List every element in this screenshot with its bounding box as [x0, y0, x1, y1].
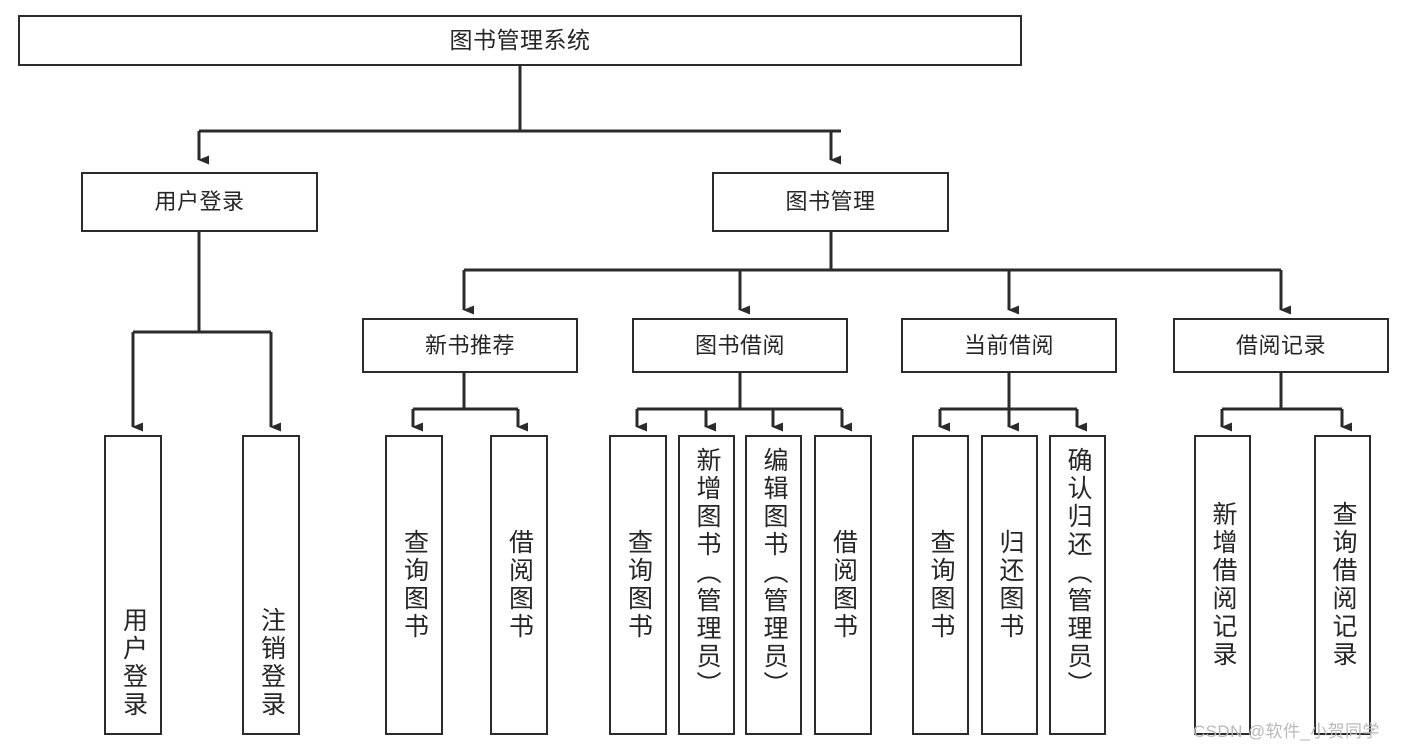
node-label: 当前借阅: [963, 332, 1054, 358]
node-label: 查询图书: [624, 529, 653, 641]
node-label: 查询借阅记录: [1329, 501, 1357, 669]
node-label: 借阅图书: [505, 529, 534, 641]
leaf-record-add-borrow-record[interactable]: 新增借阅记录: [1194, 435, 1251, 735]
node-label: 图书管理系统: [449, 26, 591, 53]
leaf-borrow-add-book-admin[interactable]: 新增图书（管理员）: [678, 435, 735, 735]
leaf-borrow-borrow-book[interactable]: 借阅图书: [814, 435, 872, 735]
leaf-current-query-book[interactable]: 查询图书: [912, 435, 969, 735]
leaf-new-book-query-book[interactable]: 查询图书: [385, 435, 443, 735]
node-label: 图书管理: [785, 189, 876, 215]
node-label: 编辑图书（管理员）: [760, 447, 788, 699]
node-label: 查询图书: [400, 529, 429, 641]
leaf-borrow-edit-book-admin[interactable]: 编辑图书（管理员）: [745, 435, 802, 735]
node-label: 借阅图书: [829, 529, 858, 641]
leaf-user-login-login[interactable]: 用户登录: [104, 435, 162, 735]
node-label: 借阅记录: [1235, 332, 1326, 358]
leaf-user-login-logout[interactable]: 注销登录: [242, 435, 300, 735]
node-label: 注销登录: [257, 607, 286, 719]
node-label: 查询图书: [927, 529, 955, 641]
node-label: 用户登录: [119, 607, 148, 719]
node-current-borrow[interactable]: 当前借阅: [901, 318, 1117, 373]
leaf-borrow-query-book[interactable]: 查询图书: [609, 435, 667, 735]
node-user-login[interactable]: 用户登录: [81, 172, 318, 232]
node-label: 归还图书: [996, 529, 1024, 641]
node-label: 图书借阅: [694, 332, 785, 358]
leaf-current-return-book[interactable]: 归还图书: [981, 435, 1038, 735]
node-new-book-recommend[interactable]: 新书推荐: [362, 318, 578, 373]
node-book-borrow[interactable]: 图书借阅: [632, 318, 848, 373]
leaf-record-query-borrow-record[interactable]: 查询借阅记录: [1314, 435, 1371, 735]
node-label: 新书推荐: [424, 332, 515, 358]
node-label: 用户登录: [154, 189, 245, 215]
leaf-current-confirm-return-admin[interactable]: 确认归还（管理员）: [1049, 435, 1106, 735]
node-label: 新增图书（管理员）: [693, 447, 721, 699]
csdn-watermark: CSDN @软件_小贺同学: [1193, 722, 1380, 741]
node-label: 新增借阅记录: [1209, 501, 1237, 669]
leaf-new-book-borrow-book[interactable]: 借阅图书: [490, 435, 548, 735]
node-borrow-record[interactable]: 借阅记录: [1173, 318, 1389, 373]
node-book-management[interactable]: 图书管理: [712, 172, 949, 232]
node-root-book-management-system[interactable]: 图书管理系统: [18, 15, 1022, 66]
node-label: 确认归还（管理员）: [1064, 447, 1092, 699]
